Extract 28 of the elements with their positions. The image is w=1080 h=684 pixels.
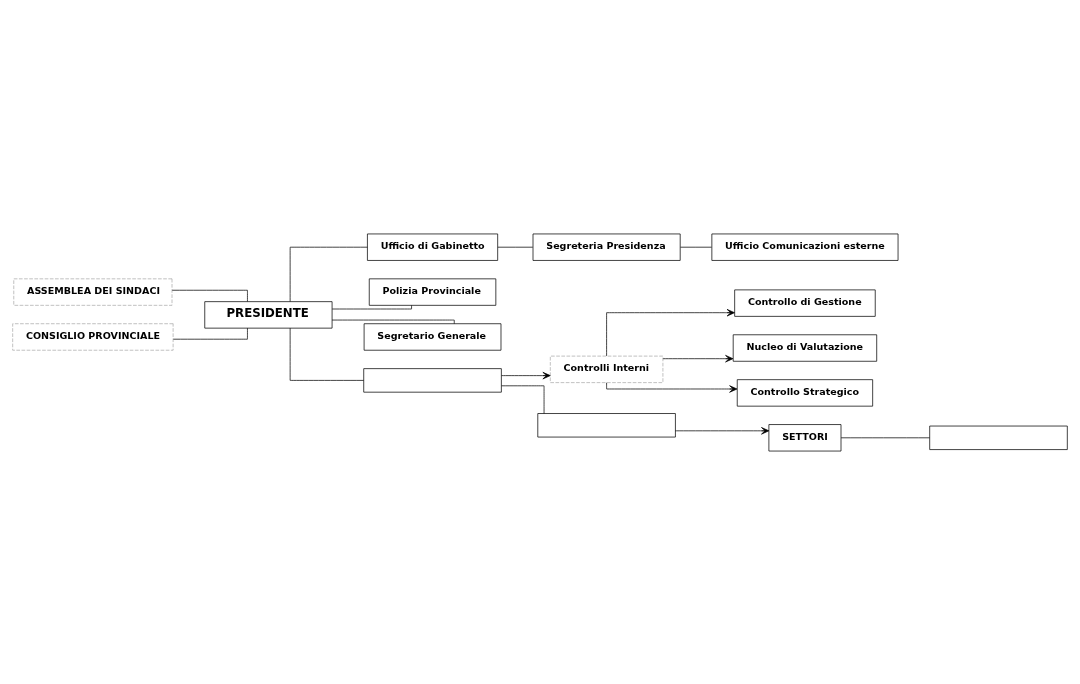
node-box: SETTORI bbox=[768, 423, 842, 451]
connector bbox=[289, 246, 368, 302]
node-box: Segreteria Presidenza bbox=[532, 233, 681, 261]
connector bbox=[501, 384, 545, 414]
arrow bbox=[501, 371, 551, 379]
arrow bbox=[675, 426, 770, 434]
arrow bbox=[662, 354, 734, 362]
connector bbox=[840, 436, 930, 438]
node-box: ASSEMBLEA DEI SINDACI bbox=[13, 277, 173, 306]
node-box: Controllo Strategico bbox=[736, 378, 874, 407]
node-box: Polizia Provinciale bbox=[368, 277, 497, 306]
node-box bbox=[363, 367, 502, 393]
node-box: Nucleo di Valutazione bbox=[732, 333, 878, 362]
connector bbox=[171, 289, 248, 302]
arrow bbox=[606, 381, 738, 393]
node-box: PRESIDENTE bbox=[204, 300, 333, 328]
connector bbox=[331, 319, 455, 324]
node-box: Ufficio Comunicazioni esterne bbox=[711, 233, 899, 261]
node-box: CONSIGLIO PROVINCIALE bbox=[12, 322, 174, 351]
node-box: Controllo di Gestione bbox=[734, 289, 876, 317]
connector bbox=[331, 304, 412, 309]
node-box: Segretario Generale bbox=[363, 322, 502, 351]
connector bbox=[289, 327, 364, 381]
node-box bbox=[537, 412, 676, 437]
node-box bbox=[929, 425, 1068, 450]
node-box: Ufficio di Gabinetto bbox=[367, 233, 499, 261]
node-box: Controlli Interni bbox=[549, 355, 664, 383]
arrow bbox=[606, 308, 735, 356]
